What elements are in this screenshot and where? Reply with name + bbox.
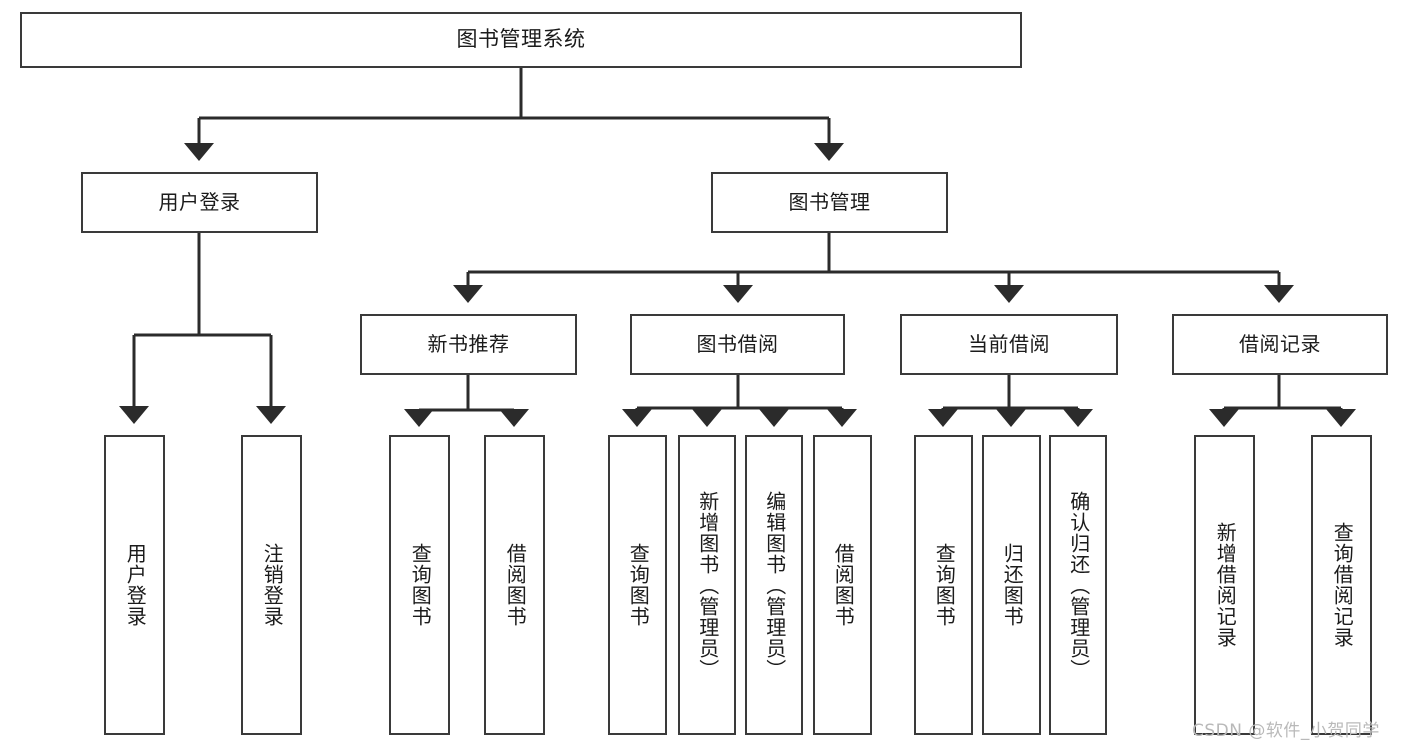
node-leaf-edit-book-label: 编辑图书（管理员） [762,490,787,680]
node-leaf-borrow-book-2[interactable]: 借阅图书 [813,435,872,735]
node-leaf-confirm-return-label: 确认归还（管理员） [1066,490,1091,680]
node-leaf-query-record[interactable]: 查询借阅记录 [1311,435,1372,735]
node-borrow-record[interactable]: 借阅记录 [1172,314,1388,375]
node-leaf-add-book[interactable]: 新增图书（管理员） [678,435,736,735]
node-leaf-add-book-label: 新增图书（管理员） [695,490,720,680]
node-leaf-query-book-2[interactable]: 查询图书 [608,435,667,735]
node-leaf-query-book-2-label: 查询图书 [626,543,651,627]
node-leaf-return-book[interactable]: 归还图书 [982,435,1041,735]
node-leaf-query-book-1[interactable]: 查询图书 [389,435,450,735]
node-leaf-user-logout-label: 注销登录 [260,543,285,627]
node-leaf-borrow-book-1[interactable]: 借阅图书 [484,435,545,735]
csdn-watermark: CSDN @软件_小贺同学 [1192,721,1380,741]
node-user-login-label: 用户登录 [158,190,241,215]
node-leaf-borrow-book-1-label: 借阅图书 [503,543,528,627]
node-leaf-user-login[interactable]: 用户登录 [104,435,165,735]
node-root[interactable]: 图书管理系统 [20,12,1022,68]
node-book-manage-label: 图书管理 [788,190,871,215]
node-leaf-user-login-label: 用户登录 [123,543,148,627]
node-leaf-query-book-1-label: 查询图书 [408,543,433,627]
node-book-borrow-label: 图书借阅 [696,332,779,357]
node-new-book-rec-label: 新书推荐 [427,332,510,357]
node-book-borrow[interactable]: 图书借阅 [630,314,845,375]
node-leaf-confirm-return[interactable]: 确认归还（管理员） [1049,435,1107,735]
node-leaf-add-record-label: 新增借阅记录 [1213,522,1238,648]
node-leaf-borrow-book-2-label: 借阅图书 [831,543,856,627]
node-leaf-query-record-label: 查询借阅记录 [1330,522,1355,648]
node-current-borrow-label: 当前借阅 [968,332,1050,357]
node-leaf-return-book-label: 归还图书 [1000,543,1025,627]
node-book-manage[interactable]: 图书管理 [711,172,948,233]
node-leaf-query-book-3-label: 查询图书 [932,543,957,627]
node-leaf-query-book-3[interactable]: 查询图书 [914,435,973,735]
node-leaf-add-record[interactable]: 新增借阅记录 [1194,435,1255,735]
node-new-book-rec[interactable]: 新书推荐 [360,314,577,375]
node-leaf-user-logout[interactable]: 注销登录 [241,435,302,735]
node-user-login[interactable]: 用户登录 [81,172,318,233]
node-current-borrow[interactable]: 当前借阅 [900,314,1118,375]
node-borrow-record-label: 借阅记录 [1239,332,1321,357]
node-leaf-edit-book[interactable]: 编辑图书（管理员） [745,435,803,735]
node-root-label: 图书管理系统 [456,27,586,52]
